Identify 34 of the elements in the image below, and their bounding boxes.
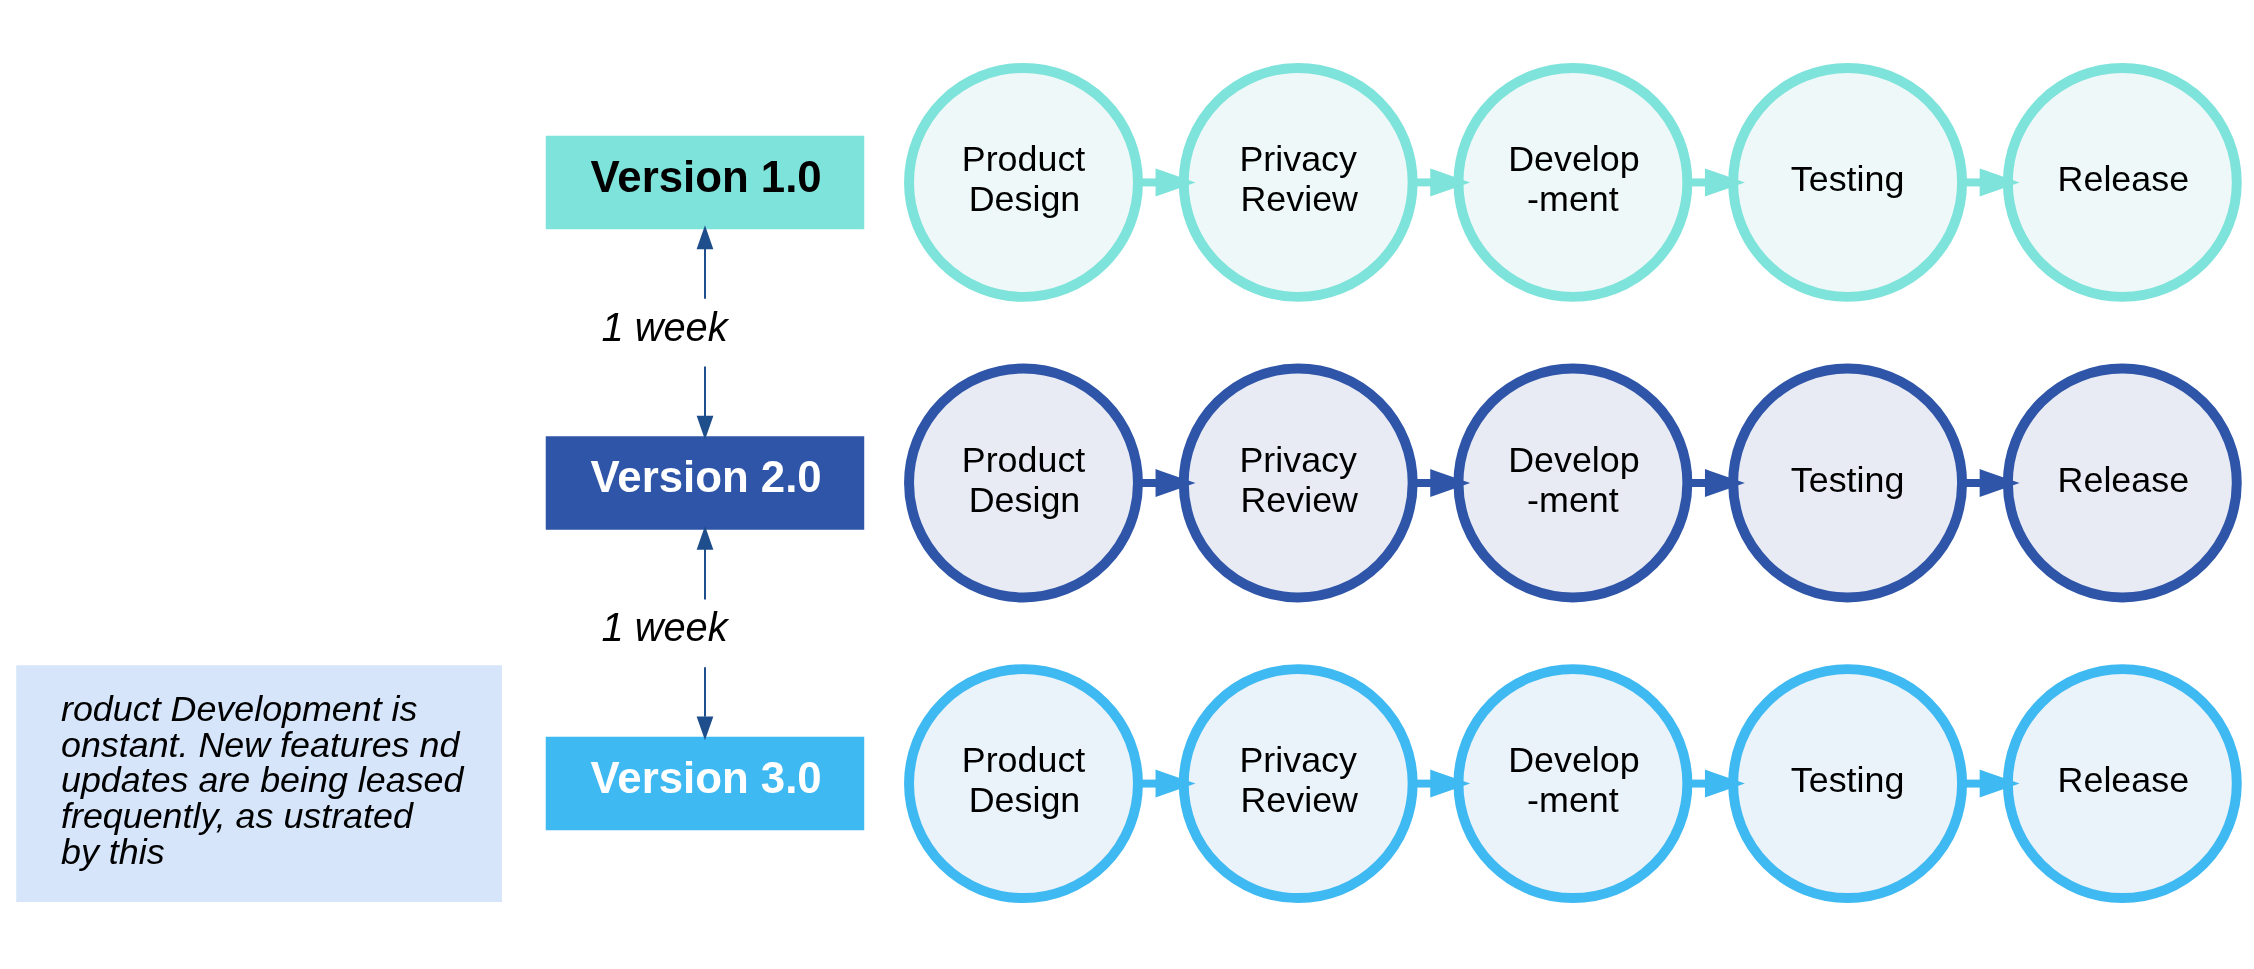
node-circle: Product Design — [904, 664, 1143, 904]
node-circle: Product Design — [904, 63, 1143, 302]
node-circle: Release — [2002, 664, 2242, 904]
node-circle: Privacy Review — [1178, 63, 1418, 302]
node-circle: Release — [2002, 363, 2242, 603]
node-box: Version 2.0 — [545, 436, 865, 530]
node-box: roduct Development is onstant. New features nd updates are being leased frequently, as ustrated by this — [16, 665, 502, 903]
arrow — [1688, 469, 1745, 497]
arrow — [696, 525, 714, 741]
arrow — [1962, 168, 2020, 197]
node-circle: Release — [2002, 63, 2242, 302]
node-circle: Develop -ment — [1453, 664, 1693, 904]
node-circle: Privacy Review — [1178, 664, 1418, 904]
edge-label: 1 week — [601, 304, 728, 349]
arrow — [1413, 469, 1471, 497]
edge-label: 1 week — [601, 605, 728, 650]
arrow — [1413, 769, 1471, 798]
node-circle: Testing — [1728, 664, 1968, 904]
node-circle: Privacy Review — [1178, 363, 1418, 603]
arrow — [696, 225, 714, 440]
node-circle: Product Design — [904, 363, 1143, 603]
node-box: Version 1.0 — [545, 135, 865, 230]
arrow — [1138, 769, 1196, 798]
arrow — [1962, 469, 2020, 497]
node-circle: Develop -ment — [1453, 363, 1693, 603]
arrow — [1688, 769, 1745, 798]
node-circle: Testing — [1728, 63, 1968, 302]
arrow — [1688, 168, 1745, 197]
arrow — [1138, 469, 1196, 497]
node-circle: Develop -ment — [1453, 63, 1693, 302]
node-box: Version 3.0 — [545, 736, 865, 831]
arrow — [1962, 769, 2020, 798]
arrow — [1138, 168, 1196, 197]
node-circle: Testing — [1728, 363, 1968, 603]
